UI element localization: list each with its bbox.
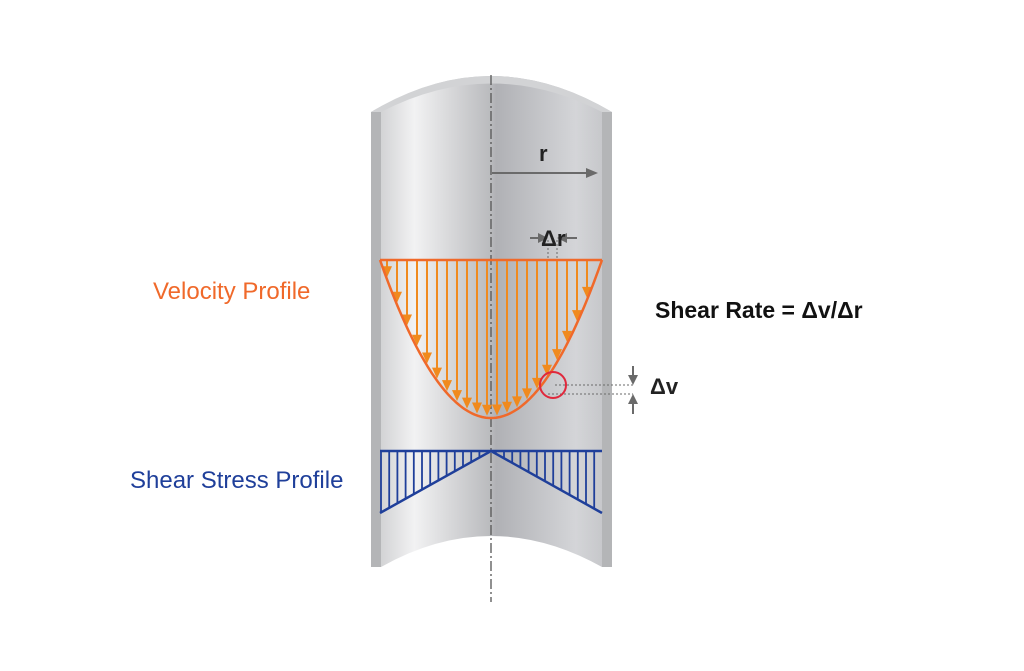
velocity-arrowhead bbox=[452, 390, 462, 402]
velocity-arrowhead bbox=[552, 349, 562, 361]
delta-v-label: Δv bbox=[650, 374, 679, 399]
velocity-arrowhead bbox=[462, 397, 472, 409]
velocity-arrowhead bbox=[472, 402, 482, 414]
highlight-circle bbox=[539, 371, 567, 399]
velocity-arrowhead bbox=[482, 404, 492, 416]
velocity-arrowhead bbox=[572, 310, 582, 322]
velocity-curve bbox=[378, 259, 604, 420]
shear-triangle bbox=[379, 449, 603, 515]
velocity-arrowhead bbox=[492, 404, 502, 416]
delta-v-marker bbox=[548, 366, 638, 414]
velocity-arrowhead bbox=[442, 380, 452, 392]
velocity-arrowhead bbox=[582, 286, 592, 298]
pipe-body bbox=[371, 76, 612, 567]
velocity-arrowhead bbox=[542, 364, 552, 376]
velocity-arrowhead bbox=[402, 314, 412, 326]
velocity-arrowhead bbox=[392, 291, 402, 303]
pipe-top-rim bbox=[371, 76, 612, 112]
velocity-arrowhead bbox=[432, 367, 442, 379]
velocity-arrowhead bbox=[522, 388, 532, 400]
delta-r-label: Δr bbox=[541, 226, 566, 251]
velocity-arrowhead bbox=[562, 330, 572, 342]
radius-arrow bbox=[492, 168, 598, 178]
pipe-wall-right bbox=[602, 112, 612, 567]
shear-stress-profile-label: Shear Stress Profile bbox=[130, 467, 344, 494]
delta-r-marker bbox=[530, 233, 577, 260]
velocity-profile-graphic bbox=[378, 258, 604, 420]
velocity-arrowhead bbox=[502, 401, 512, 413]
velocity-arrowhead bbox=[412, 334, 422, 346]
pipe-wall-left bbox=[371, 112, 381, 567]
velocity-arrowhead bbox=[422, 352, 432, 364]
velocity-arrowhead bbox=[512, 396, 522, 408]
radius-label: r bbox=[539, 141, 548, 166]
velocity-arrowhead bbox=[532, 377, 542, 389]
shear-rate-formula: Shear Rate = Δv/Δr bbox=[655, 297, 863, 323]
shear-stress-profile-graphic bbox=[379, 449, 603, 515]
velocity-profile-label: Velocity Profile bbox=[153, 278, 311, 305]
